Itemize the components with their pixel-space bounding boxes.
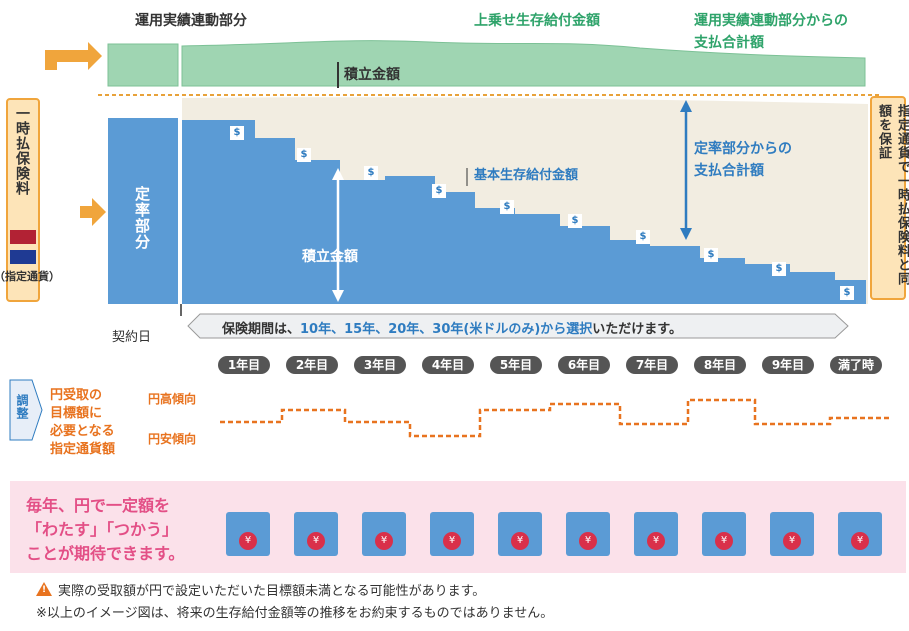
period-options: 10年、15年、20年、30年(米ドルのみ)から選択 xyxy=(300,322,593,337)
yen-icon: ¥ xyxy=(307,532,325,550)
year-badge: 1年目 xyxy=(218,356,270,374)
gift-icon: ¥ xyxy=(566,512,610,556)
year-badge: 8年目 xyxy=(694,356,746,374)
accumulation-main-label: 積立金額 xyxy=(302,249,358,265)
dollar-icon: $ xyxy=(500,200,514,214)
performance-part-label: 運用実績連動部分 xyxy=(135,13,247,29)
gift-icon: ¥ xyxy=(838,512,882,556)
dollar-icon: $ xyxy=(432,184,446,198)
adjust-label: 調整 xyxy=(15,394,29,420)
contract-day-label: 契約日 xyxy=(112,330,152,345)
performance-payout-label: 運用実績連動部分からの xyxy=(694,13,848,29)
guarantee-box: 指定通貨で一時払保険料と同額を保証 xyxy=(870,96,909,300)
period-suffix: いただけます。 xyxy=(592,322,682,337)
target-label-1: 円受取の xyxy=(50,388,103,403)
target-label-2: 目標額に xyxy=(50,406,103,421)
banner-line-2: 「わたす」「つかう」 xyxy=(26,520,179,539)
year-badge: 満了時 xyxy=(830,356,882,374)
yen-icon: ¥ xyxy=(239,532,257,550)
fixed-part-label: 定率部分 xyxy=(133,186,151,250)
yen-icon: ¥ xyxy=(443,532,461,550)
gift-icon: ¥ xyxy=(362,512,406,556)
gift-icon: ¥ xyxy=(702,512,746,556)
banner-line-1: 毎年、円で一定額を xyxy=(26,496,171,515)
dollar-icon: $ xyxy=(568,214,582,228)
gift-icon: ¥ xyxy=(430,512,474,556)
extra-benefit-label: 上乗せ生存給付金額 xyxy=(474,13,600,29)
year-badge: 2年目 xyxy=(286,356,338,374)
us-flag-icon xyxy=(10,230,36,244)
dollar-icon: $ xyxy=(230,126,244,140)
yen-icon: ¥ xyxy=(783,532,801,550)
guarantee-label: 指定通貨で一時払保険料と同額を保証 xyxy=(876,104,909,286)
footnote-text: ※以上のイメージ図は、将来の生存給付金額等の推移をお約束するものではありません。 xyxy=(36,606,554,621)
year-badge: 4年目 xyxy=(422,356,474,374)
weak-yen-label: 円安傾向 xyxy=(148,432,197,446)
fixed-payout-label-1: 定率部分からの xyxy=(694,141,792,157)
gift-icon: ¥ xyxy=(498,512,542,556)
accumulation-top-label: 積立金額 xyxy=(344,67,400,83)
designated-currency-label: （指定通貨） xyxy=(0,270,60,283)
strong-yen-label: 円高傾向 xyxy=(148,392,197,406)
payout-total-label: 支払合計額 xyxy=(694,35,764,51)
au-flag-icon xyxy=(10,250,36,264)
dollar-icon: $ xyxy=(772,262,786,276)
year-badge: 9年目 xyxy=(762,356,814,374)
year-badge: 3年目 xyxy=(354,356,406,374)
yen-icon: ¥ xyxy=(579,532,597,550)
target-label-3: 必要となる xyxy=(50,424,115,439)
period-prefix: 保険期間は、 xyxy=(222,322,301,337)
dollar-icon: $ xyxy=(704,248,718,262)
gift-icon: ¥ xyxy=(294,512,338,556)
yen-icon: ¥ xyxy=(715,532,733,550)
dollar-icon: $ xyxy=(364,166,378,180)
lump-sum-premium-box: 一時払保険料 xyxy=(6,98,40,302)
banner-line-3: ことが期待できます。 xyxy=(26,544,185,563)
warning-text: 実際の受取額が円で設定いただいた目標額未満となる可能性があります。 xyxy=(58,584,486,599)
year-badge: 7年目 xyxy=(626,356,678,374)
gift-icon: ¥ xyxy=(226,512,270,556)
yen-icon: ¥ xyxy=(375,532,393,550)
yen-icon: ¥ xyxy=(851,532,869,550)
dollar-icon: $ xyxy=(297,148,311,162)
dollar-icon: $ xyxy=(636,230,650,244)
period-text: 保険期間は、10年、15年、20年、30年(米ドルのみ)から選択いただけます。 xyxy=(222,318,682,337)
lump-sum-premium-label: 一時払保険料 xyxy=(14,106,30,196)
gift-icon: ¥ xyxy=(770,512,814,556)
gift-icon: ¥ xyxy=(634,512,678,556)
yen-icon: ¥ xyxy=(511,532,529,550)
fixed-payout-label-2: 支払合計額 xyxy=(694,163,764,179)
yen-icon: ¥ xyxy=(647,532,665,550)
target-label-4: 指定通貨額 xyxy=(50,442,116,457)
year-badge: 5年目 xyxy=(490,356,542,374)
basic-benefit-label: 基本生存給付金額 xyxy=(474,168,579,183)
year-badge: 6年目 xyxy=(558,356,610,374)
dollar-icon: $ xyxy=(840,286,854,300)
